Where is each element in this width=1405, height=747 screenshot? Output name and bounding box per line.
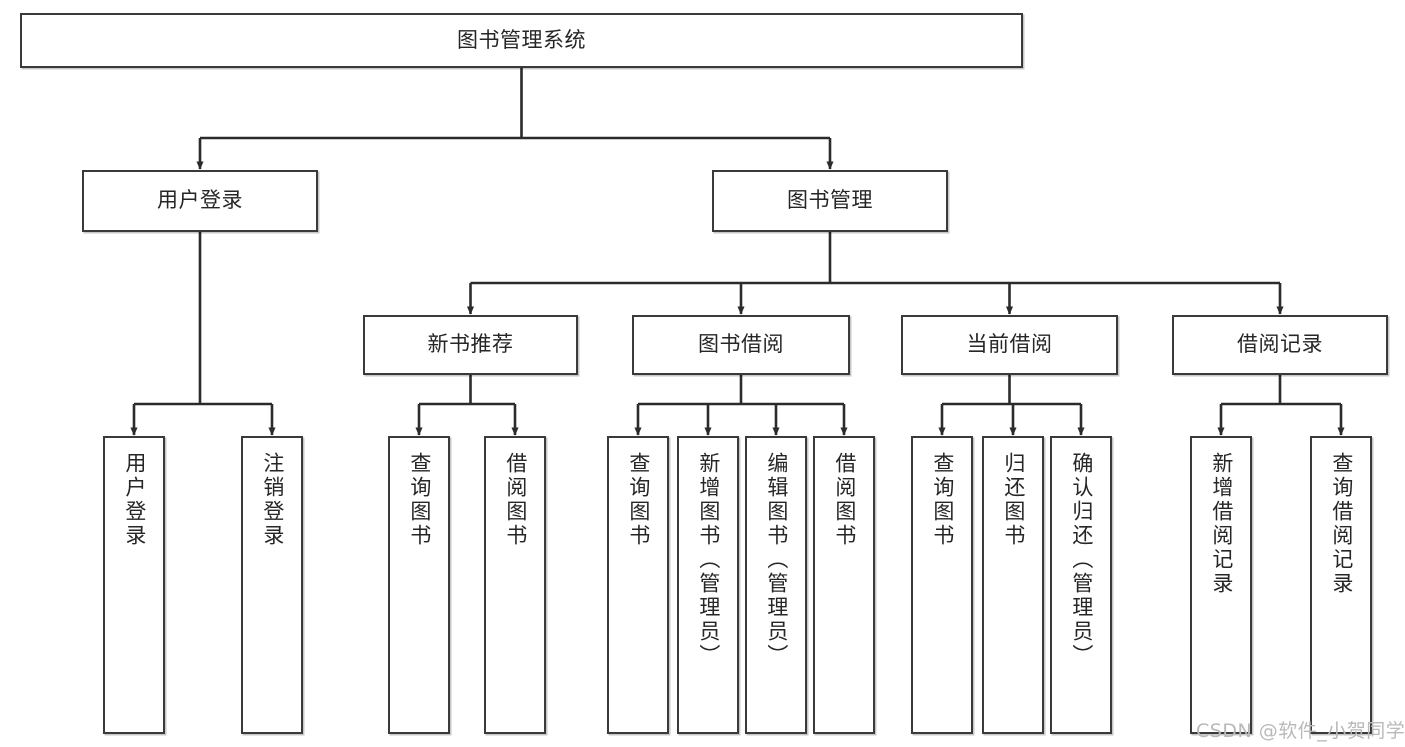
node-label: 确认归还（管理员）: [1069, 452, 1094, 668]
node-label: 查询图书: [626, 452, 651, 548]
node-l5[interactable]: 查询图书: [607, 436, 669, 734]
node-label: 新增图书（管理员）: [696, 452, 721, 668]
node-l7[interactable]: 编辑图书（管理员）: [745, 436, 807, 734]
node-label: 查询图书: [930, 452, 955, 548]
node-label: 注销登录: [260, 452, 285, 548]
node-label: 用户登录: [122, 452, 147, 548]
node-label: 当前借阅: [966, 332, 1053, 357]
node-l1[interactable]: 用户登录: [103, 436, 165, 734]
node-l10[interactable]: 归还图书: [982, 436, 1044, 734]
node-label: 图书管理系统: [457, 27, 586, 52]
node-current[interactable]: 当前借阅: [901, 315, 1118, 375]
node-label: 用户登录: [157, 188, 243, 213]
node-l9[interactable]: 查询图书: [911, 436, 973, 734]
node-label: 新书推荐: [427, 332, 514, 357]
node-l4[interactable]: 借阅图书: [484, 436, 546, 734]
node-borrow[interactable]: 图书借阅: [632, 315, 850, 375]
node-l13[interactable]: 查询借阅记录: [1310, 436, 1372, 734]
node-l2[interactable]: 注销登录: [241, 436, 303, 734]
node-newbook[interactable]: 新书推荐: [363, 315, 578, 375]
node-label: 借阅图书: [832, 452, 857, 548]
node-label: 归还图书: [1001, 452, 1026, 548]
node-label: 借阅记录: [1237, 332, 1323, 357]
node-label: 查询借阅记录: [1329, 452, 1354, 596]
node-label: 图书管理: [787, 188, 873, 213]
node-bookmgmt[interactable]: 图书管理: [712, 170, 948, 232]
node-label: 新增借阅记录: [1209, 452, 1234, 596]
node-root[interactable]: 图书管理系统: [20, 13, 1023, 68]
node-l11[interactable]: 确认归还（管理员）: [1050, 436, 1112, 734]
csdn-watermark: CSDN @软件_小贺同学: [1196, 720, 1405, 742]
node-l6[interactable]: 新增图书（管理员）: [677, 436, 739, 734]
node-l3[interactable]: 查询图书: [388, 436, 450, 734]
node-login[interactable]: 用户登录: [82, 170, 318, 232]
node-l12[interactable]: 新增借阅记录: [1190, 436, 1252, 734]
node-label: 编辑图书（管理员）: [764, 452, 789, 668]
node-label: 图书借阅: [698, 332, 784, 357]
node-l8[interactable]: 借阅图书: [813, 436, 875, 734]
node-records[interactable]: 借阅记录: [1172, 315, 1388, 375]
node-label: 查询图书: [407, 452, 432, 548]
node-label: 借阅图书: [503, 452, 528, 548]
